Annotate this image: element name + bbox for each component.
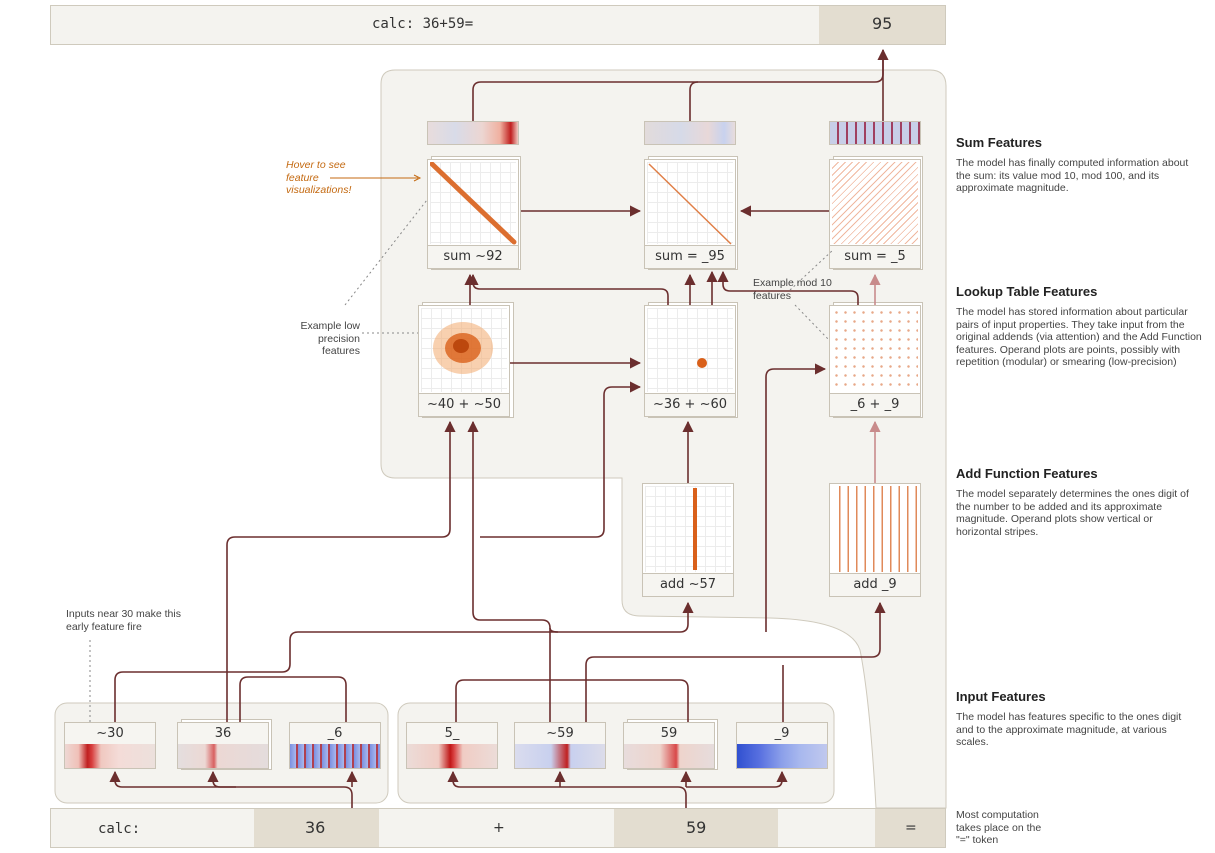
input-59b-card[interactable]: 59 [623, 722, 715, 769]
lk-36-60-card[interactable]: ~36 + ~60 [644, 305, 736, 417]
input-36-strip [178, 744, 268, 768]
lookup-features-title: Lookup Table Features [956, 284, 1098, 299]
add-9-card[interactable]: add _9 [829, 483, 921, 597]
hover-note: Hover to see feature visualizations! [286, 159, 352, 196]
sum-5-label: sum = _5 [830, 245, 920, 268]
input-5-card[interactable]: 5_ [406, 722, 498, 769]
lk-36-60-plot-svg [697, 358, 707, 368]
input-features-desc: The model has features specific to the o… [956, 711, 1182, 748]
sum-95-plot [647, 162, 733, 245]
lk-40-50-label: ~40 + ~50 [419, 393, 509, 416]
lk-40-50-plot [421, 308, 507, 392]
input-59b-label: 59 [624, 723, 714, 746]
input-59a-label: ~59 [515, 723, 605, 746]
bottom-token-plus: + [493, 820, 505, 836]
lk-40-50-card[interactable]: ~40 + ~50 [418, 305, 510, 417]
sum-92-strip[interactable] [427, 121, 519, 145]
sum-95-card[interactable]: sum = _95 [644, 159, 736, 269]
add-57-card[interactable]: add ~57 [642, 483, 734, 597]
input-9-strip [737, 744, 827, 768]
top-answer-value: 95 [872, 14, 893, 33]
sum-92-plot [429, 161, 517, 245]
lk-40-50-plot-svg [433, 322, 493, 374]
bottom-token-59-box [614, 809, 778, 847]
input-6-label: _6 [290, 723, 380, 746]
sum-95-label: sum = _95 [645, 245, 735, 268]
lk-6-9-label: _6 + _9 [830, 393, 920, 416]
sum-5-strip[interactable] [829, 121, 921, 145]
input-36-label: 36 [178, 723, 268, 746]
bottom-token-36-box [254, 809, 379, 847]
lk-36-60-plot [647, 308, 733, 392]
input-9-card[interactable]: _9 [736, 722, 828, 769]
sum-92-card[interactable]: sum ~92 [427, 159, 519, 269]
bottom-token-36: 36 [305, 818, 326, 837]
add-57-plot [645, 486, 731, 572]
input-5-strip [407, 744, 497, 768]
inputs-near-30-note: Inputs near 30 make this early feature f… [66, 608, 181, 633]
add-57-plot-svg [693, 488, 697, 570]
input-36-card[interactable]: 36 [177, 722, 269, 769]
lk-36-60-label: ~36 + ~60 [645, 393, 735, 416]
input-30-strip [65, 744, 155, 768]
lk-6-9-plot [832, 308, 918, 392]
add-features-title: Add Function Features [956, 466, 1098, 481]
mod10-note: Example mod 10 features [753, 277, 832, 302]
input-30-label: ~30 [65, 723, 155, 746]
low-precision-note: Example low precision features [300, 320, 360, 357]
input-59a-strip [515, 744, 605, 768]
most-computation-note: Most computation takes place on the "=" … [956, 809, 1042, 846]
input-features-title: Input Features [956, 689, 1046, 704]
sum-features-title: Sum Features [956, 135, 1042, 150]
sum-92-plot-svg [429, 161, 517, 245]
input-30-card[interactable]: ~30 [64, 722, 156, 769]
add-features-desc: The model separately determines the ones… [956, 488, 1189, 538]
sum-95-strip[interactable] [644, 121, 736, 145]
input-6-strip [290, 744, 380, 768]
lookup-features-desc: The model has stored information about p… [956, 306, 1202, 368]
input-59a-card[interactable]: ~59 [514, 722, 606, 769]
bottom-calc-token: calc: [98, 821, 141, 837]
input-5-label: 5_ [407, 723, 497, 746]
input-59b-strip [624, 744, 714, 768]
top-prompt-bar [50, 5, 946, 45]
input-6-card[interactable]: _6 [289, 722, 381, 769]
bottom-prompt-bar [50, 808, 946, 848]
sum-92-label: sum ~92 [428, 245, 518, 268]
sum-95-plot-svg [648, 163, 732, 245]
input-9-label: _9 [737, 723, 827, 746]
bottom-token-eq: = [905, 820, 917, 836]
add-9-label: add _9 [830, 573, 920, 596]
sum-5-plot [832, 162, 918, 244]
bottom-token-eq-box [875, 809, 945, 847]
bottom-token-59: 59 [686, 818, 707, 837]
add-57-label: add ~57 [643, 573, 733, 596]
add-9-plot [832, 486, 918, 572]
sum-5-card[interactable]: sum = _5 [829, 159, 921, 269]
top-answer-box [819, 6, 945, 44]
top-prompt-text: calc: 36+59= [372, 16, 474, 32]
lk-6-9-card[interactable]: _6 + _9 [829, 305, 921, 417]
sum-features-desc: The model has finally computed informati… [956, 157, 1189, 194]
